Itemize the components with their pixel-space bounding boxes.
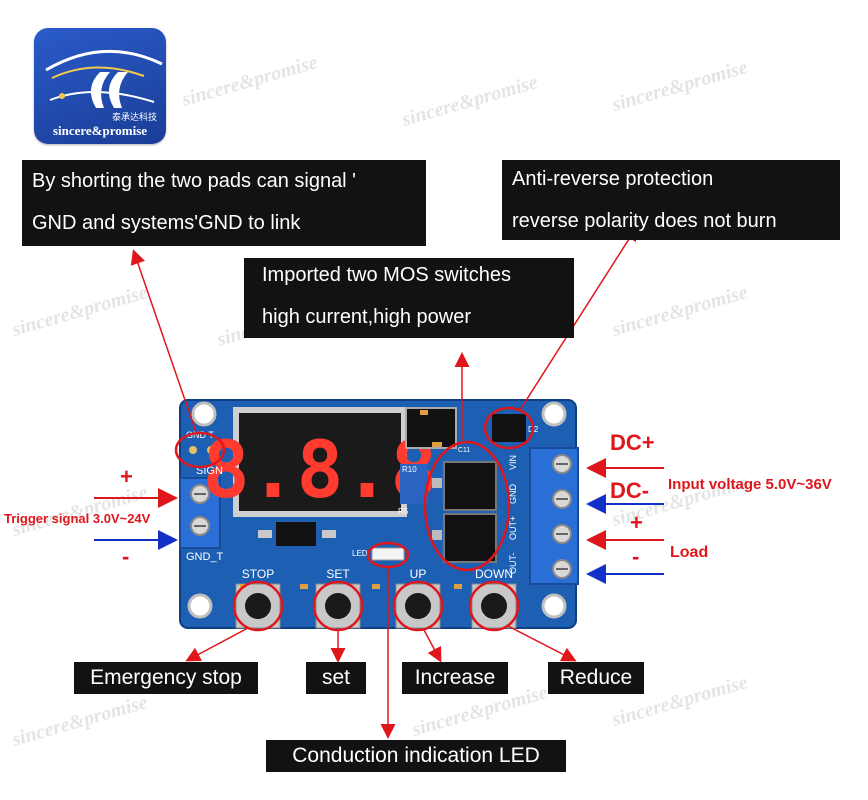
mount-hole [541,401,567,427]
highlight-mosfets [423,440,511,572]
label-load: Load [670,544,709,561]
board-stop-text: STOP [242,567,274,581]
board-gnd-pads-text: GND T [186,430,214,440]
label-dc-plus: DC+ [610,430,655,455]
highlight-diode [483,406,535,450]
label-trigger-plus: + [120,464,133,489]
label-emergency-stop: Emergency stop [74,662,258,694]
label-mos: Imported two MOS switches high current,h… [244,258,574,338]
mount-hole [187,593,213,619]
arrow-reduce [507,625,577,662]
board-r10-text: R10 [402,465,417,474]
label-pads-line2: GND and systems'GND to link [32,212,301,234]
label-pads: By shorting the two pads can signal ' GN… [22,160,426,246]
arrow-antireverse [519,225,638,411]
label-trigger-minus: - [122,544,130,569]
terminal-outplus-text: OUT+ [508,516,518,540]
sp-logo-icon [45,49,163,108]
arrow-pads [130,249,197,433]
label-load-plus: + [630,510,643,535]
mosfet-2 [443,513,497,563]
board-c11-text: C11 [458,447,470,454]
arrow-increase [423,629,442,663]
mount-hole [191,401,217,427]
highlight-up [392,580,444,632]
highlight-stop [232,580,284,632]
power-terminal [529,447,579,585]
gnd-pads [184,440,222,460]
board-r5-text: R5 [398,507,409,516]
label-load-minus: - [632,544,640,569]
logo-cn-text: 泰承达科技 [112,112,158,122]
logo-brand-text: sincere&promise [52,123,148,138]
optocoupler-chip [276,522,316,546]
label-dc-minus: DC- [610,478,650,503]
board-down-text: DOWN [475,567,513,581]
display-digits: 8.8.8 [203,426,438,516]
label-increase: Increase [402,662,508,694]
diode-d2 [492,414,526,442]
label-reduce: Reduce [548,662,644,694]
terminal-outminus-text: OUT- [508,552,518,574]
label-trigger-signal: Trigger signal 3.0V~24V [4,511,151,526]
terminal-gnd-text: GND [508,484,518,505]
stop-button [245,593,271,619]
board-up-text: UP [410,567,427,581]
mosfet-1 [443,461,497,511]
label-led: Conduction indication LED [266,740,566,772]
board-led-text: LED [352,549,368,558]
up-button [405,593,431,619]
label-antireverse: Anti-reverse protection reverse polarity… [502,160,840,240]
label-mos-line2: high current,high power [262,306,472,328]
board-gnd-t-text: GND_T [186,551,224,563]
regulator-chip [405,407,457,449]
label-input-voltage: Input voltage 5.0V~36V [668,476,832,493]
label-set: set [306,662,366,694]
seven-segment-display [233,407,407,517]
board-set-text: SET [326,567,350,581]
arrow-emergency [185,627,249,662]
label-antireverse-line1: Anti-reverse protection [512,168,714,190]
mount-hole [541,593,567,619]
highlight-gnd-pads [174,431,226,469]
highlight-down [468,580,520,632]
brand-logo: 泰承达科技 sincere&promise [34,28,166,144]
terminal-vin-text: VIN [508,455,518,470]
label-antireverse-line2: reverse polarity does not burn [512,210,777,232]
label-mos-line1: Imported two MOS switches [262,264,511,286]
down-button [481,593,507,619]
conduction-led [371,547,405,561]
label-pads-line1: By shorting the two pads can signal ' [32,170,357,192]
set-button [325,593,351,619]
